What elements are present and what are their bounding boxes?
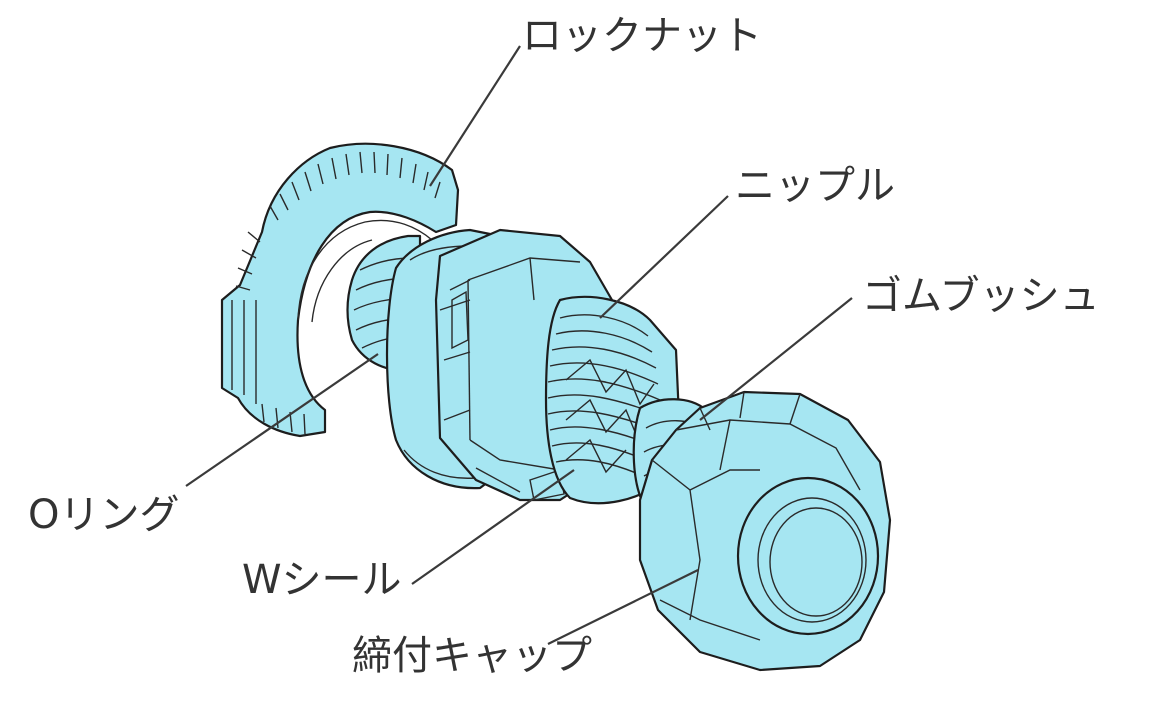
- leader-lock-nut: [429, 45, 521, 187]
- lock-nut-shape: [220, 142, 460, 438]
- leader-w-seal: [411, 469, 575, 585]
- o-ring-label: Oリング: [28, 492, 180, 538]
- leader-clamp-cap: [547, 569, 699, 645]
- lock-nut-label: ロックナット: [522, 13, 762, 59]
- rubber-bushing-label: ゴムブッシュ: [862, 273, 1100, 319]
- clamp-cap-label: 締付キャップ: [352, 633, 592, 679]
- leader-lines: [185, 45, 853, 645]
- leader-rubber-bushing: [699, 297, 853, 421]
- nipple-label: ニップル: [735, 163, 895, 209]
- leader-nipple: [599, 195, 729, 319]
- w-seal-label: Wシール: [242, 557, 402, 603]
- clamp-cap-shape: [638, 390, 892, 672]
- leader-o-ring: [185, 353, 379, 487]
